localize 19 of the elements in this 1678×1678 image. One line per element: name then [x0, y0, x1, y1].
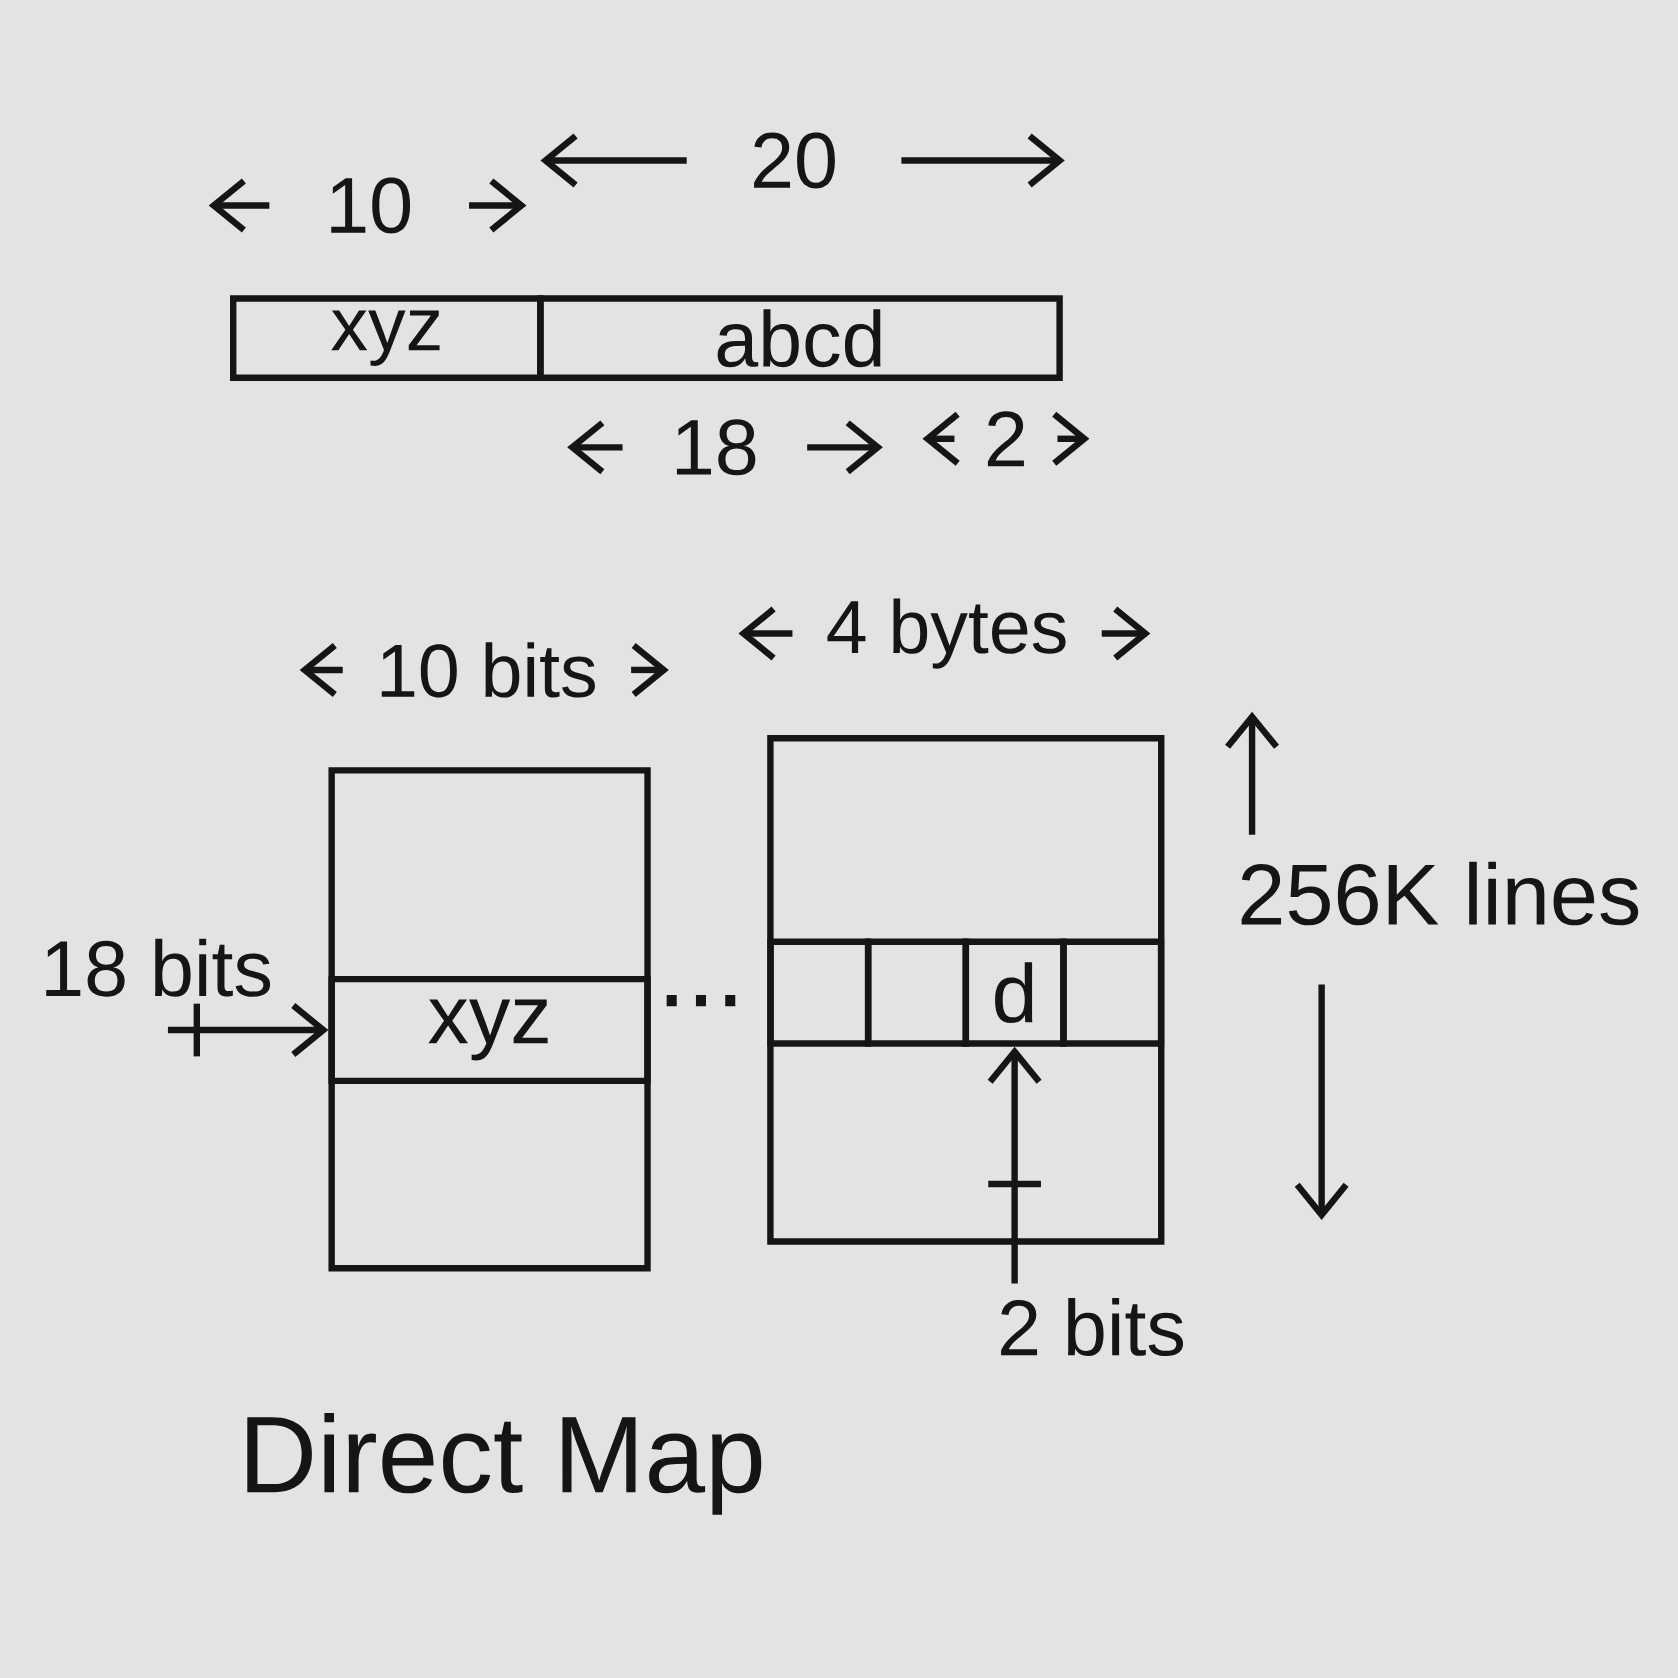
dimension-label: 10: [331, 177, 411, 234]
dimension-label: 4 bytes: [827, 598, 1066, 669]
dimension-label: 20: [754, 132, 835, 189]
dimension-label: 256K lines: [1241, 861, 1639, 926]
memory-block: [328, 767, 651, 1272]
edge-label: 18 bits: [46, 938, 271, 997]
byte-cell: d: [962, 938, 1067, 1047]
ellipsis-dots: ...: [666, 995, 736, 1007]
address-field: abcd: [537, 295, 1063, 381]
memory-block: [767, 735, 1165, 1245]
dimension-label: 18: [676, 419, 756, 476]
memory-row: xyz: [328, 975, 651, 1085]
arrow: [167, 1003, 329, 1057]
dimension-label: 10 bits: [381, 642, 595, 698]
byte-cell: [1060, 938, 1165, 1047]
bit-count-label: 2 bits: [1001, 1298, 1184, 1357]
address-field: xyz: [230, 295, 544, 381]
title: Direct Map: [247, 1413, 762, 1515]
arrow: [987, 1046, 1042, 1284]
